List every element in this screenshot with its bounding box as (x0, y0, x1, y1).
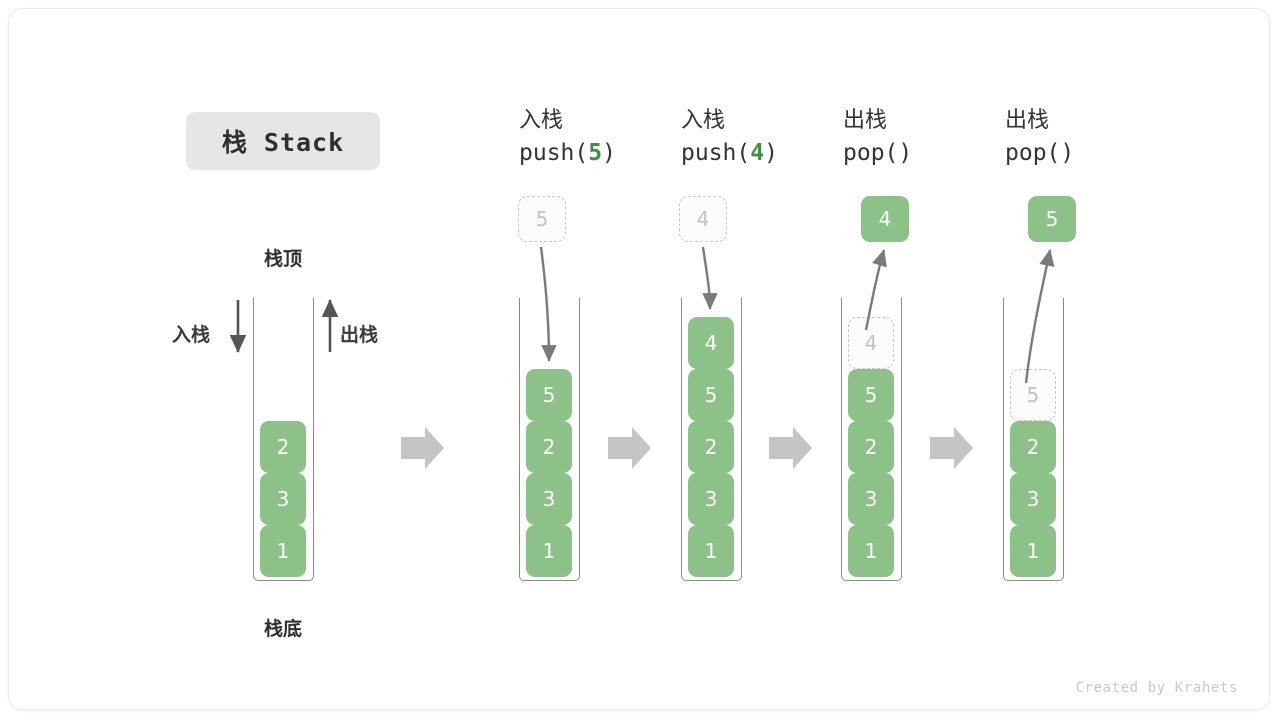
code-close-paren: ) (764, 140, 778, 166)
column-header-push4: 入栈 push(4) (681, 106, 881, 170)
column-header-code: pop() (843, 136, 1043, 170)
stack-cell: 4 (688, 317, 734, 369)
column-header-pop1: 出栈 pop() (843, 106, 1043, 170)
pop-direction-label: 出栈 (340, 324, 379, 346)
stack-cell: 3 (260, 473, 306, 525)
code-fn-name: push( (519, 140, 589, 166)
stack-cell: 5 (526, 369, 572, 421)
vacated-ghost-cell: 5 (1010, 369, 1056, 421)
vacated-ghost-cell: 4 (848, 317, 894, 369)
stack-cell: 1 (1010, 525, 1056, 577)
column-header-code: pop() (1005, 136, 1205, 170)
stack-container-pop2 (1003, 298, 1064, 581)
stack-cell: 2 (848, 421, 894, 473)
stack-cell: 1 (260, 525, 306, 577)
diagram-title: 栈 Stack (186, 112, 380, 170)
stack-cell: 3 (688, 473, 734, 525)
stack-cell: 1 (848, 525, 894, 577)
stack-cell: 5 (688, 369, 734, 421)
column-header-push5: 入栈 push(5) (519, 106, 719, 170)
column-header-cn: 出栈 (843, 108, 888, 133)
stack-container-pop1 (841, 298, 902, 581)
floating-ghost-cell: 5 (518, 196, 566, 242)
code-close-paren: ) (1060, 140, 1075, 166)
column-header-code: push(5) (519, 136, 719, 170)
stack-container-initial (253, 298, 314, 581)
stack-cell: 2 (688, 421, 734, 473)
stack-cell: 1 (526, 525, 572, 577)
stack-cell: 3 (848, 473, 894, 525)
code-arg: 4 (750, 140, 765, 166)
code-close-paren: ) (602, 140, 616, 166)
column-header-code: push(4) (681, 136, 881, 170)
stack-cell: 1 (688, 525, 734, 577)
code-fn-name: pop( (1005, 140, 1061, 166)
code-fn-name: pop( (843, 140, 899, 166)
credit-text: Created by Krahets (1075, 680, 1238, 696)
column-header-cn: 入栈 (519, 108, 564, 133)
stack-cell: 2 (260, 421, 306, 473)
stack-top-label: 栈顶 (263, 248, 302, 270)
popped-cell: 5 (1028, 196, 1076, 242)
floating-ghost-cell: 4 (679, 196, 727, 242)
code-arg: 5 (588, 140, 603, 166)
column-header-cn: 入栈 (681, 108, 726, 133)
stack-cell: 2 (526, 421, 572, 473)
popped-cell: 4 (861, 196, 909, 242)
stack-bottom-label: 栈底 (263, 618, 302, 640)
code-close-paren: ) (898, 140, 913, 166)
stack-cell: 2 (1010, 421, 1056, 473)
stack-container-push5 (519, 298, 580, 581)
stack-container-push4 (681, 298, 742, 581)
push-direction-label: 入栈 (172, 324, 211, 346)
column-header-cn: 出栈 (1005, 108, 1050, 133)
stack-cell: 3 (1010, 473, 1056, 525)
code-fn-name: push( (681, 140, 751, 166)
column-header-pop2: 出栈 pop() (1005, 106, 1205, 170)
stack-cell: 3 (526, 473, 572, 525)
stack-cell: 5 (848, 369, 894, 421)
